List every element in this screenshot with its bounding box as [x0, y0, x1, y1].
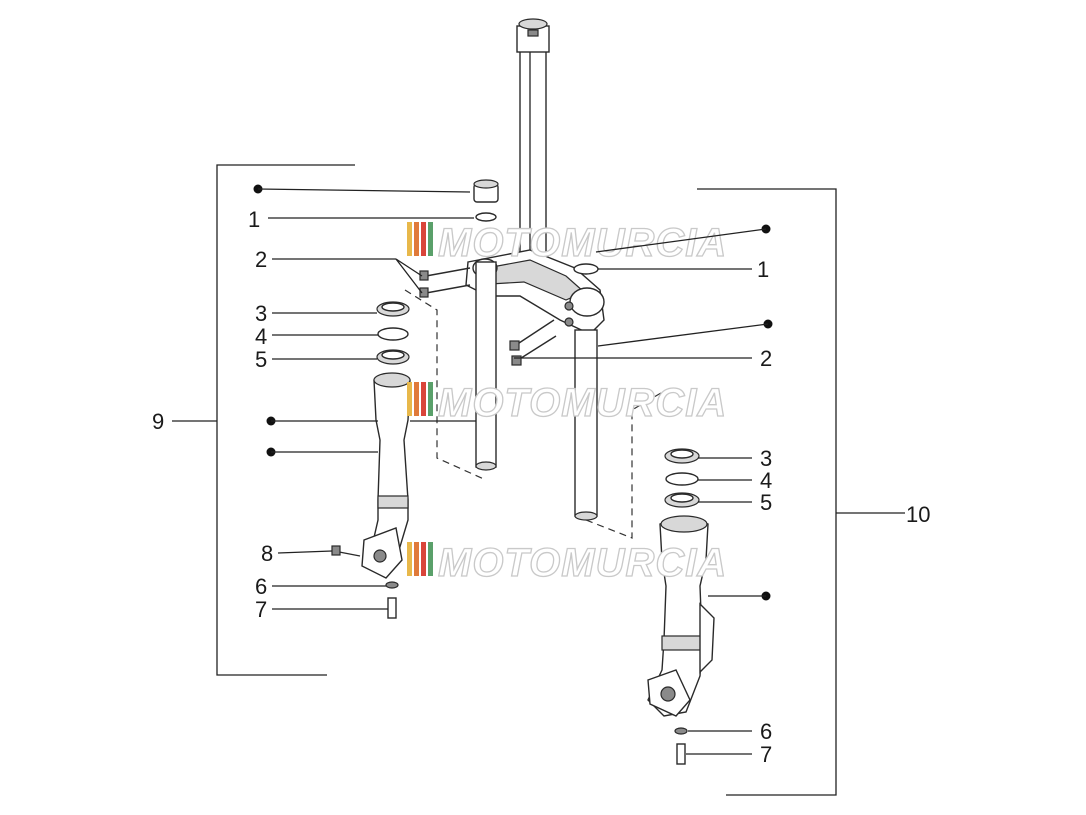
callout-labels-left: 1 2 3 4 5 8 6 7 [248, 207, 273, 622]
callout-7-right: 7 [760, 742, 772, 767]
leader-lines-unlabeled [253, 184, 773, 601]
watermark-text: MOTOMURCIA [438, 381, 727, 425]
callout-6-right: 6 [760, 719, 772, 744]
leader-lines-right [514, 268, 752, 755]
cap-plug [473, 179, 499, 222]
callout-8-left: 8 [261, 541, 273, 566]
watermark-text: MOTOMURCIA [438, 221, 727, 265]
callout-3-left: 3 [255, 301, 267, 326]
inner-tube-left [475, 261, 497, 471]
group-bracket-right [697, 188, 905, 796]
callout-5-left: 5 [255, 347, 267, 372]
fork-leg-right [647, 515, 715, 765]
bolts-lower [509, 319, 557, 366]
inner-tube-right [574, 329, 598, 521]
watermark-middle: MOTOMURCIA [407, 380, 727, 426]
watermark-text: MOTOMURCIA [438, 541, 727, 585]
callout-3-right: 3 [760, 446, 772, 471]
callout-7-left: 7 [255, 597, 267, 622]
assembly-guide-left [404, 289, 487, 481]
seal-set-right [664, 448, 700, 508]
o-ring-right [573, 263, 599, 275]
group-bracket-left [172, 164, 355, 676]
callout-1-right: 1 [757, 257, 769, 282]
callout-labels-right: 1 2 3 4 5 6 7 [757, 257, 772, 767]
callout-4-right: 4 [760, 468, 772, 493]
callout-1-left: 1 [248, 207, 260, 232]
callout-2-right: 2 [760, 346, 772, 371]
callout-6-left: 6 [255, 574, 267, 599]
watermark-top: MOTOMURCIA [407, 220, 727, 266]
assembly-guide-right [585, 389, 667, 539]
leader-lines-left [268, 217, 474, 610]
fork-leg-left [331, 372, 411, 619]
group-label-10: 10 [906, 502, 930, 527]
fork-crown [465, 249, 605, 335]
callout-2-left: 2 [255, 247, 267, 272]
watermark-bottom: MOTOMURCIA [407, 540, 727, 586]
group-label-9: 9 [152, 409, 164, 434]
callout-4-left: 4 [255, 324, 267, 349]
steering-stem [516, 18, 550, 279]
seal-set-left [376, 301, 410, 365]
callout-5-right: 5 [760, 490, 772, 515]
bolts-upper [419, 267, 471, 298]
